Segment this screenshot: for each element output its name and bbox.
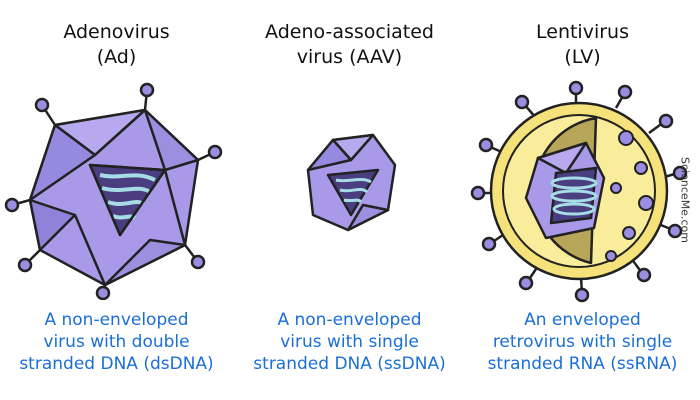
rna-window	[549, 166, 598, 225]
title-line: (LV)	[564, 46, 601, 68]
aav-panel: Adeno-associated virus (AAV) A non-envel…	[233, 0, 466, 400]
desc-line: stranded RNA (ssRNA)	[487, 354, 678, 374]
aav-illustration	[306, 133, 397, 232]
watermark: ScienceMe.com	[673, 130, 697, 270]
lentivirus-title: Lentivirus (LV)	[466, 20, 699, 70]
lentivirus-illustration	[470, 80, 688, 303]
fiber-spikes	[4, 82, 223, 300]
title-line: Adeno-associated	[265, 21, 434, 43]
desc-line: A non-enveloped	[44, 310, 189, 330]
desc-line: A non-enveloped	[277, 310, 422, 330]
title-line: virus (AAV)	[296, 46, 403, 68]
adenovirus-illustration	[4, 82, 223, 300]
desc-line: virus with double	[43, 332, 190, 352]
ssdna-strand	[335, 178, 372, 204]
desc-line: retrovirus with single	[492, 332, 673, 352]
title-line: Lentivirus	[536, 21, 629, 43]
watermark-text: ScienceMe.com	[678, 157, 692, 243]
adenovirus-panel: Adenovirus (Ad)	[0, 0, 233, 400]
desc-line: stranded DNA (ssDNA)	[253, 354, 446, 374]
title-line: Adenovirus	[63, 21, 170, 43]
aav-description: A non-enveloped virus with single strand…	[233, 309, 466, 375]
adenovirus-title: Adenovirus (Ad)	[0, 20, 233, 70]
envelope-dots	[605, 130, 654, 262]
desc-line: virus with single	[280, 332, 419, 352]
ssrna-strands	[550, 176, 598, 216]
adenovirus-description: A non-enveloped virus with double strand…	[0, 309, 233, 375]
dsdna-strands	[99, 173, 156, 220]
title-line: (Ad)	[96, 46, 137, 68]
desc-line: stranded DNA (dsDNA)	[19, 354, 214, 374]
desc-line: An enveloped	[524, 310, 641, 330]
lentivirus-panel: Lentivirus (LV)	[466, 0, 699, 400]
aav-title: Adeno-associated virus (AAV)	[233, 20, 466, 70]
envelope-spikes	[470, 80, 688, 303]
lentivirus-description: An enveloped retrovirus with single stra…	[466, 309, 699, 375]
